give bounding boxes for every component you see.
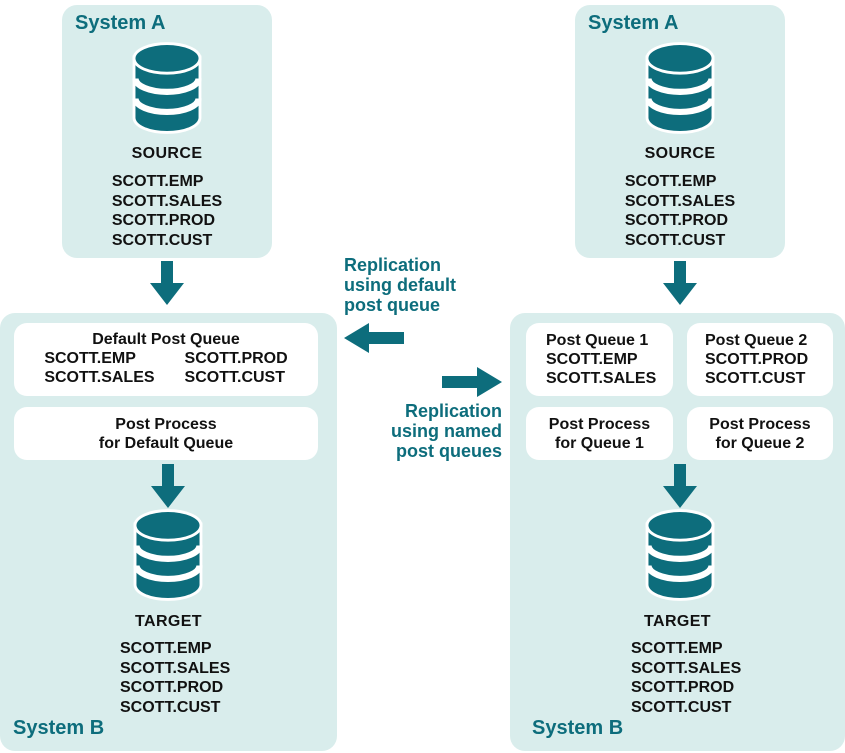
source-label: SOURCE	[644, 145, 716, 162]
table-name: SCOTT.SALES	[44, 369, 155, 386]
table-name: SCOTT.CUST	[705, 370, 806, 387]
replication-default-label: Replication using default post queue	[344, 255, 456, 315]
post-queue-1-box: Post Queue 1 SCOTT.EMP SCOTT.SALES	[526, 323, 673, 396]
table-name: SCOTT.SALES	[111, 192, 223, 210]
table-name: SCOTT.CUST	[624, 231, 726, 249]
system-b-panel-right: Post Queue 1 SCOTT.EMP SCOTT.SALES Post …	[510, 313, 845, 751]
system-b-panel-left: Default Post Queue SCOTT.EMP SCOTT.SALES…	[0, 313, 337, 751]
table-name: SCOTT.EMP	[120, 640, 212, 657]
table-name: SCOTT.PROD	[120, 679, 224, 696]
replication-left-arrow-icon	[344, 323, 404, 353]
table-name: SCOTT.EMP	[546, 351, 638, 368]
table-name: SCOTT.SALES	[120, 659, 231, 677]
queue-box-title: Post Queue 2	[705, 332, 808, 349]
queue-box-title: Post Queue 1	[546, 332, 649, 349]
database-cylinder-icon	[645, 509, 715, 601]
table-name: SCOTT.SALES	[546, 370, 657, 387]
source-table-list: SCOTT.EMP SCOTT.SALES SCOTT.PROD SCOTT.C…	[625, 172, 735, 250]
default-post-queue-box: Default Post Queue SCOTT.EMP SCOTT.SALES…	[14, 323, 318, 396]
target-table-list: SCOTT.EMP SCOTT.SALES SCOTT.PROD SCOTT.C…	[120, 639, 230, 717]
database-cylinder-icon	[132, 42, 202, 134]
post-process-2-box: Post Process for Queue 2	[687, 407, 833, 460]
table-name: SCOTT.CUST	[120, 698, 221, 716]
table-name: SCOTT.SALES	[624, 192, 736, 210]
table-name: SCOTT.CUST	[184, 369, 285, 386]
system-b-title: System B	[532, 717, 624, 739]
target-table-list: SCOTT.EMP SCOTT.SALES SCOTT.PROD SCOTT.C…	[631, 639, 741, 717]
table-name: SCOTT.CUST	[631, 698, 732, 716]
system-a-panel-left: System A SOURCE SCOTT.EMP SCOTT.SALES SC…	[62, 5, 272, 258]
table-name: SCOTT.CUST	[111, 231, 213, 249]
queue-table-columns: SCOTT.EMP SCOTT.SALES SCOTT.PROD SCOTT.C…	[14, 349, 318, 387]
target-label: TARGET	[135, 613, 202, 630]
flow-down-arrow-icon	[151, 464, 185, 508]
flow-down-arrow-icon	[663, 261, 697, 305]
queue-box-title: Default Post Queue	[92, 331, 240, 348]
queue-column-2: SCOTT.PROD SCOTT.CUST	[185, 349, 288, 387]
table-name: SCOTT.PROD	[624, 212, 728, 229]
flow-down-arrow-icon	[663, 464, 697, 508]
post-process-1-box: Post Process for Queue 1	[526, 407, 673, 460]
table-name: SCOTT.PROD	[184, 350, 288, 367]
source-label: SOURCE	[131, 145, 203, 162]
table-name: SCOTT.EMP	[111, 173, 204, 190]
system-a-panel-right: System A SOURCE SCOTT.EMP SCOTT.SALES SC…	[575, 5, 785, 258]
post-process-default-box: Post Process for Default Queue	[14, 407, 318, 460]
table-name: SCOTT.EMP	[44, 350, 136, 367]
table-name: SCOTT.EMP	[631, 640, 723, 657]
table-name: SCOTT.EMP	[624, 173, 717, 190]
replication-named-label: Replication using named post queues	[390, 401, 502, 461]
post-queue-2-box: Post Queue 2 SCOTT.PROD SCOTT.CUST	[687, 323, 833, 396]
target-label: TARGET	[644, 613, 711, 630]
table-name: SCOTT.PROD	[705, 351, 809, 368]
source-table-list: SCOTT.EMP SCOTT.SALES SCOTT.PROD SCOTT.C…	[112, 172, 222, 250]
replication-right-arrow-icon	[442, 367, 502, 397]
system-b-title: System B	[13, 717, 105, 739]
database-cylinder-icon	[645, 42, 715, 134]
flow-down-arrow-icon	[150, 261, 184, 305]
table-name: SCOTT.PROD	[631, 679, 735, 696]
queue-column-1: SCOTT.EMP SCOTT.SALES	[44, 349, 154, 387]
database-cylinder-icon	[133, 509, 203, 601]
table-name: SCOTT.SALES	[631, 659, 742, 677]
system-a-title: System A	[588, 12, 679, 34]
table-name: SCOTT.PROD	[111, 212, 215, 229]
system-a-title: System A	[75, 12, 166, 34]
